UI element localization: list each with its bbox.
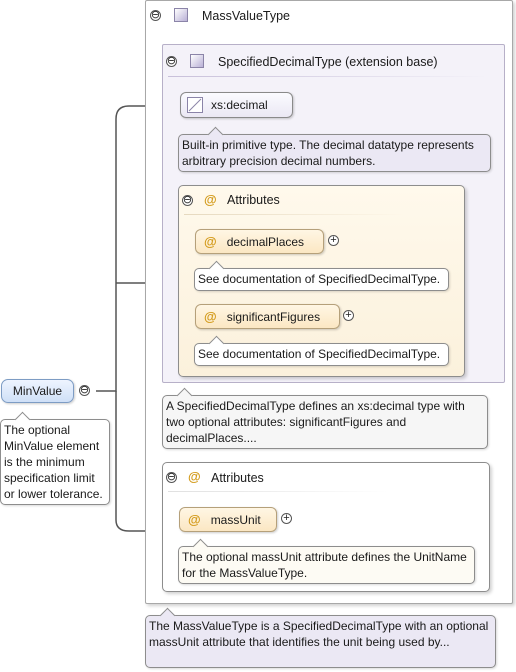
inner-attributes-separator <box>184 214 404 215</box>
significant-figures-doc: See documentation of SpecifiedDecimalTyp… <box>194 335 449 366</box>
min-value-doc: The optional MinValue element is the min… <box>0 411 110 505</box>
outer-attributes-title: Attributes <box>211 471 264 485</box>
mass-value-type-doc-text: The MassValueType is a SpecifiedDecimalT… <box>149 619 489 649</box>
extension-doc-text: A SpecifiedDecimalType defines an xs:dec… <box>166 399 465 445</box>
attribute-name: massUnit <box>210 512 261 527</box>
decimal-places-doc: See documentation of SpecifiedDecimalTyp… <box>194 260 449 291</box>
base-type-doc-text: Built-in primitive type. The decimal dat… <box>182 138 474 168</box>
outer-attributes-collapse-icon[interactable]: ⊖ <box>166 471 177 483</box>
mass-unit-doc: The optional massUnit attribute defines … <box>178 538 475 584</box>
attribute-icon: @ <box>188 512 201 527</box>
attribute-icon: @ <box>204 309 217 324</box>
attributes-group-icon: @ <box>188 469 201 484</box>
significant-figures-expand-icon[interactable]: + <box>343 310 354 321</box>
attribute-decimal-places[interactable]: @ decimalPlaces <box>195 229 324 254</box>
decimal-places-doc-text: See documentation of SpecifiedDecimalTyp… <box>198 272 441 286</box>
extension-title: SpecifiedDecimalType (extension base) <box>218 55 438 69</box>
inner-attributes-collapse-icon[interactable]: ⊖ <box>182 194 193 206</box>
base-type-pill[interactable]: xs:decimal <box>180 92 293 118</box>
extension-doc: A SpecifiedDecimalType defines an xs:dec… <box>162 387 488 449</box>
attribute-significant-figures[interactable]: @ significantFigures <box>195 304 340 329</box>
min-value-element[interactable]: MinValue <box>1 379 74 403</box>
mass-unit-expand-icon[interactable]: + <box>281 513 292 524</box>
base-type-label: xs:decimal <box>211 98 268 112</box>
mass-unit-doc-text: The optional massUnit attribute defines … <box>182 550 467 580</box>
element-name: MinValue <box>12 384 63 398</box>
extension-collapse-icon[interactable]: ⊖ <box>166 55 177 67</box>
attribute-icon: @ <box>204 234 217 249</box>
min-value-collapse-icon[interactable]: ⊖ <box>79 384 90 396</box>
complex-type-icon <box>174 8 188 22</box>
attribute-name: decimalPlaces <box>226 234 305 249</box>
simple-type-icon <box>187 97 203 113</box>
mass-value-type-doc: The MassValueType is a SpecifiedDecimalT… <box>145 607 496 668</box>
attribute-name: significantFigures <box>226 309 321 324</box>
min-value-doc-text: The optional MinValue element is the min… <box>4 423 103 501</box>
extension-separator <box>168 76 488 77</box>
outer-attributes-separator <box>168 491 388 492</box>
mass-value-type-title: MassValueType <box>202 9 291 23</box>
mass-value-type-collapse-icon[interactable]: ⊖ <box>150 9 161 21</box>
significant-figures-doc-text: See documentation of SpecifiedDecimalTyp… <box>198 347 441 361</box>
extension-type-icon <box>190 54 204 68</box>
decimal-places-expand-icon[interactable]: + <box>328 235 339 246</box>
attribute-mass-unit[interactable]: @ massUnit <box>179 507 277 532</box>
inner-attributes-title: Attributes <box>227 193 280 207</box>
base-type-doc: Built-in primitive type. The decimal dat… <box>178 126 491 172</box>
attributes-group-icon: @ <box>204 192 217 207</box>
